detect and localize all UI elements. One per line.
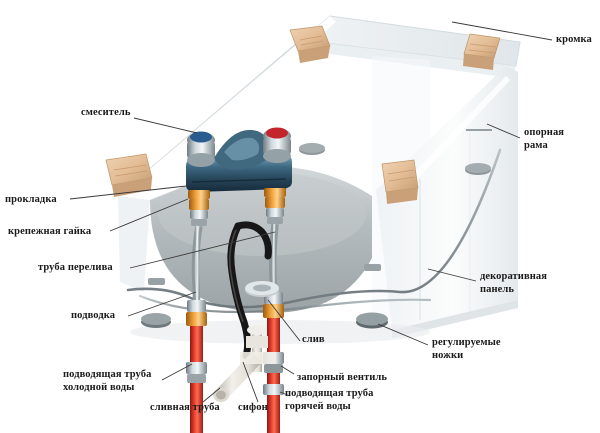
leader-cold-pipe (161, 363, 193, 381)
fixing-nut-right (265, 197, 285, 208)
label-opornaya-rama: опорная рама (524, 127, 565, 151)
label-cold-water-supply-pipe: подводящая труба холодной воды (63, 369, 152, 393)
label-krepezhnaya-gayka: крепежная гайка (8, 226, 92, 237)
label-hot-water-supply-pipe: подводящая труба горячей воды (285, 388, 374, 412)
leader-opornaya-rama (486, 123, 521, 139)
wooden-block-back-right (463, 33, 501, 175)
gasket-and-nuts-left (188, 190, 210, 226)
leader-dekorativnaya-panel (427, 268, 477, 282)
leader-truba-pereliva (129, 231, 276, 269)
fixing-nut-left (189, 199, 209, 210)
label-smesitel: смеситель (81, 107, 131, 118)
wooden-block-front-left (105, 153, 153, 197)
label-zapornyy-ventil: запорный вентиль (297, 372, 388, 383)
leader-kromka (451, 21, 553, 41)
flexible-supply-hose-left (191, 225, 203, 313)
label-prokladka: прокладка (5, 194, 57, 205)
wooden-block-front-right (381, 159, 419, 250)
adjustable-foot-right (356, 252, 388, 329)
siphon-trap (213, 325, 276, 402)
label-slivnaya-truba: сливная труба (150, 402, 220, 413)
leader-slivnaya-truba (202, 387, 221, 403)
cold-water-supply-pipe (186, 300, 207, 433)
drain-outlet-sliv (245, 281, 279, 297)
gasket-right (264, 188, 286, 197)
adjustable-foot-left (141, 268, 171, 328)
gasket-left (188, 190, 210, 199)
label-sliv: слив (302, 334, 325, 345)
leader-reguliruemye-nozhki (377, 323, 429, 346)
leader-sliv (267, 299, 301, 342)
leader-sifon (242, 361, 259, 403)
bathtub-body (117, 15, 521, 344)
label-truba-pereliva: труба перелива (38, 262, 113, 273)
coupling-cold-upper (186, 312, 207, 326)
leader-hot-pipe (279, 391, 291, 397)
label-dekorativnaya-panel: декоративная панель (480, 271, 548, 295)
support-frame (126, 148, 502, 314)
leader-prokladka (69, 185, 187, 200)
leader-krepezhnaya-gayka (109, 198, 189, 232)
gasket-and-nuts-right (264, 188, 286, 224)
label-reguliruemye-nozhki: регулируемые ножки (432, 337, 501, 361)
leader-zapornyy-ventil (280, 365, 295, 375)
faucet-handle-cold (187, 131, 215, 167)
leader-lines (69, 21, 553, 403)
overflow-pipe-highlight (229, 229, 244, 323)
label-podvodka: подводка (71, 310, 116, 321)
wooden-block-back-left (289, 25, 331, 155)
coupling-cold-lower (186, 362, 207, 374)
leader-podvodka (127, 291, 197, 317)
tub-left-end (118, 196, 150, 292)
faucet-handle-hot (263, 127, 291, 163)
leader-smesitel (133, 117, 198, 134)
mixer-faucet (186, 127, 292, 192)
shutoff-valve-handle (264, 364, 283, 373)
label-sifon: сифон (238, 402, 268, 413)
label-kromka: кромка (556, 34, 592, 45)
